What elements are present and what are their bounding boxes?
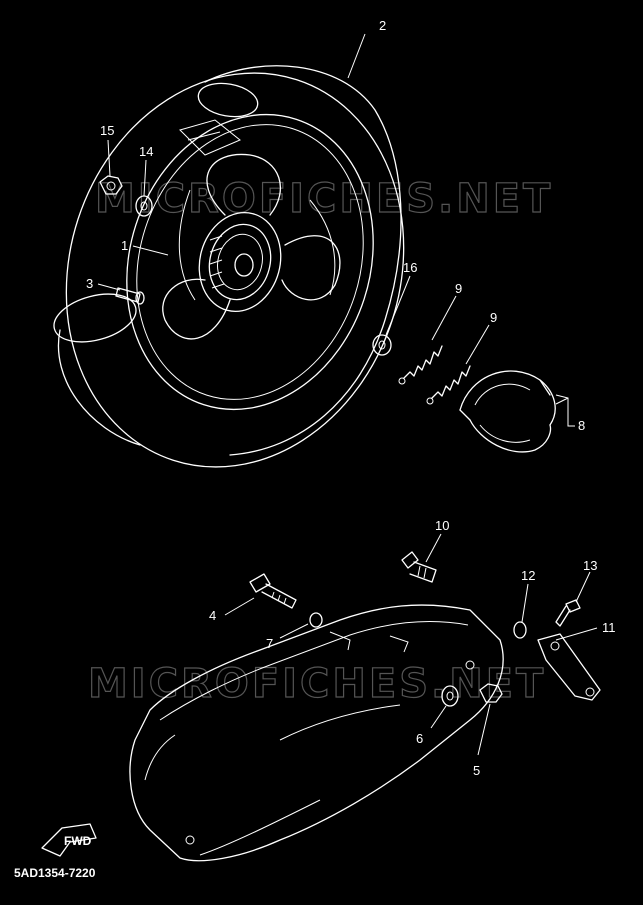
bolt-13 xyxy=(555,599,581,627)
callout-11: 11 xyxy=(602,620,616,635)
nut-5 xyxy=(479,683,503,703)
bracket xyxy=(537,633,601,701)
callout-3: 3 xyxy=(86,276,93,291)
washer-6 xyxy=(441,685,459,707)
callout-12: 12 xyxy=(521,568,535,583)
callout-16: 16 xyxy=(403,260,417,275)
crankcase-cover xyxy=(129,604,504,862)
callout-5: 5 xyxy=(473,763,480,778)
breather-fitting xyxy=(401,551,437,583)
fwd-label: FWD xyxy=(64,834,92,848)
callout-2: 2 xyxy=(379,18,386,33)
callout-13: 13 xyxy=(583,558,597,573)
air-valve xyxy=(115,287,145,305)
collar xyxy=(513,621,527,639)
watermark-top: MICROFICHES.NET xyxy=(95,176,553,222)
callout-6: 6 xyxy=(416,731,423,746)
wheel xyxy=(126,113,374,411)
stud-bolt xyxy=(249,573,297,609)
callout-9b: 9 xyxy=(490,310,497,325)
o-ring xyxy=(309,612,323,628)
callout-15: 15 xyxy=(100,123,114,138)
fwd-arrow: FWD xyxy=(41,823,97,857)
washer-16 xyxy=(372,334,392,356)
watermark-bottom: MICROFICHES.NET xyxy=(88,661,546,707)
callout-8: 8 xyxy=(578,418,585,433)
callout-9a: 9 xyxy=(455,281,462,296)
brake-shoe-set xyxy=(459,370,556,453)
callout-7: 7 xyxy=(266,636,273,651)
axle-nut xyxy=(99,175,123,195)
reference-code: 5AD1354-7220 xyxy=(14,866,96,880)
callout-10: 10 xyxy=(435,518,449,533)
callout-1: 1 xyxy=(121,238,128,253)
callout-14: 14 xyxy=(139,144,153,159)
tire xyxy=(53,65,405,468)
brake-spring-b xyxy=(426,365,471,405)
brake-spring-a xyxy=(398,345,443,385)
callout-4: 4 xyxy=(209,608,216,623)
